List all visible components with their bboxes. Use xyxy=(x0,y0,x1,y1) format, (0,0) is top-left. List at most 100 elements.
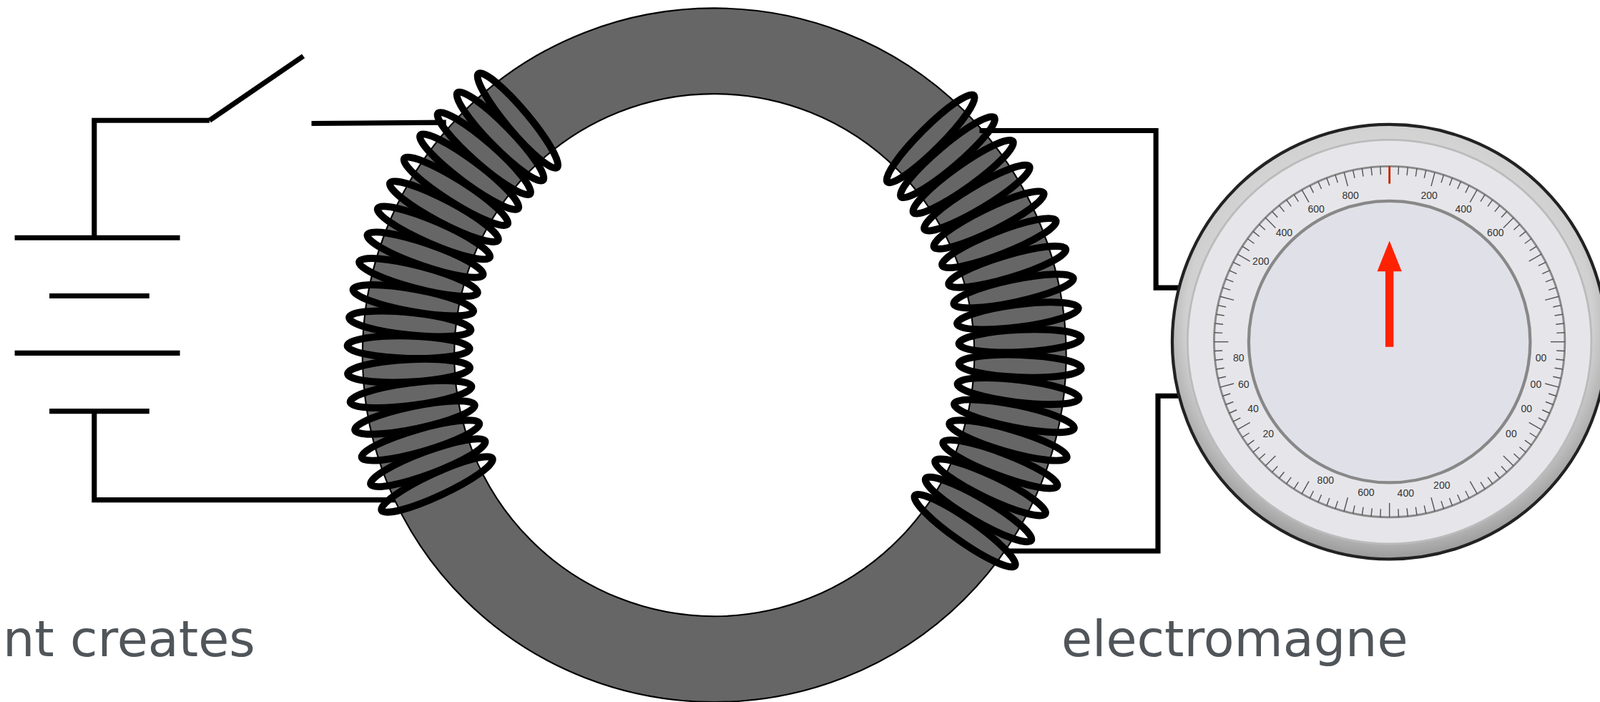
tick xyxy=(1229,270,1237,274)
tick xyxy=(1265,455,1276,466)
scale-number: 00 xyxy=(1535,352,1548,363)
tick xyxy=(1335,500,1339,509)
scale-number: 40 xyxy=(1247,403,1259,414)
secondary-wires xyxy=(979,130,1186,551)
tick xyxy=(1215,323,1224,325)
tick xyxy=(1555,323,1564,325)
tick xyxy=(1487,477,1493,484)
scale-number: 400 xyxy=(1275,227,1293,238)
tick xyxy=(1544,383,1559,387)
caption-fragment: electromagne xyxy=(1061,613,1409,664)
tick xyxy=(1524,238,1532,244)
tick xyxy=(1247,238,1254,244)
scale-number: 600 xyxy=(1307,203,1324,214)
tick xyxy=(1449,497,1452,506)
tick xyxy=(1503,455,1514,466)
scale-number: 00 xyxy=(1505,428,1518,439)
coil-windings xyxy=(346,66,1082,576)
scale-number: 600 xyxy=(1486,227,1504,238)
dial-bezel xyxy=(1172,124,1600,559)
tick xyxy=(1529,253,1542,262)
tick xyxy=(1552,305,1561,307)
tick xyxy=(1215,313,1224,316)
tick xyxy=(1293,482,1299,490)
tick xyxy=(1220,383,1234,387)
tick xyxy=(1538,417,1546,422)
tick xyxy=(1556,331,1565,334)
winding xyxy=(358,411,483,468)
tick xyxy=(1222,393,1231,397)
tick xyxy=(1529,421,1542,430)
scale-number: 200 xyxy=(1420,190,1437,201)
scale-number: 60 xyxy=(1238,379,1250,390)
tick xyxy=(1301,481,1309,494)
tick xyxy=(1397,166,1400,175)
tick xyxy=(1550,341,1565,342)
winding xyxy=(945,238,1070,295)
tick xyxy=(1480,194,1485,202)
needle xyxy=(1385,267,1394,347)
tick xyxy=(1457,181,1462,189)
tick xyxy=(1237,421,1250,430)
tick xyxy=(1258,224,1265,231)
tick xyxy=(1253,447,1260,453)
tick xyxy=(1371,507,1372,516)
tick xyxy=(1542,409,1550,414)
tick xyxy=(1293,194,1299,202)
tick xyxy=(1213,341,1229,342)
tick xyxy=(1554,367,1563,370)
galvanometer xyxy=(1172,124,1600,559)
winding xyxy=(413,125,525,218)
tick xyxy=(1278,471,1284,478)
tick xyxy=(1353,170,1355,179)
tick xyxy=(1397,508,1400,517)
tick xyxy=(1225,401,1234,405)
winding xyxy=(930,450,1051,524)
tick xyxy=(1519,447,1526,453)
scale-number: 80 xyxy=(1233,352,1245,363)
tick xyxy=(1449,178,1452,186)
scale-number: 800 xyxy=(1341,190,1359,201)
zero-mark xyxy=(1388,165,1391,184)
tick xyxy=(1215,367,1224,370)
winding xyxy=(879,87,983,190)
inner-ring xyxy=(1248,200,1531,483)
tick xyxy=(1544,296,1559,300)
tick xyxy=(1265,217,1276,228)
tick xyxy=(1501,210,1508,217)
tick xyxy=(1343,172,1348,186)
caption-fragment: nt creates xyxy=(2,613,256,664)
tick xyxy=(1556,349,1565,352)
tick xyxy=(1258,453,1265,460)
tick xyxy=(1529,432,1538,438)
tick xyxy=(1494,205,1500,212)
dial-face xyxy=(1187,139,1592,544)
switch xyxy=(209,55,304,121)
tick xyxy=(1237,253,1250,262)
tick xyxy=(1552,376,1561,378)
tick xyxy=(1538,261,1546,266)
tick xyxy=(1272,465,1279,472)
tick xyxy=(1415,507,1417,515)
winding xyxy=(919,468,1038,550)
tick xyxy=(1406,167,1408,176)
tick xyxy=(1519,231,1526,237)
tick xyxy=(1431,172,1435,186)
winding xyxy=(352,394,478,442)
winding xyxy=(430,104,538,202)
tick xyxy=(1469,189,1477,202)
tick xyxy=(1480,482,1485,490)
tick xyxy=(1301,189,1309,202)
tick xyxy=(1503,217,1514,228)
tick xyxy=(1361,507,1364,515)
tick xyxy=(1253,231,1260,237)
tick xyxy=(1524,439,1532,445)
tick xyxy=(1222,287,1231,291)
tick xyxy=(1225,278,1234,282)
winding xyxy=(398,148,514,234)
scale-number: 00 xyxy=(1520,403,1533,414)
winding xyxy=(384,173,504,251)
tick xyxy=(1548,287,1557,291)
tick xyxy=(1379,166,1382,175)
